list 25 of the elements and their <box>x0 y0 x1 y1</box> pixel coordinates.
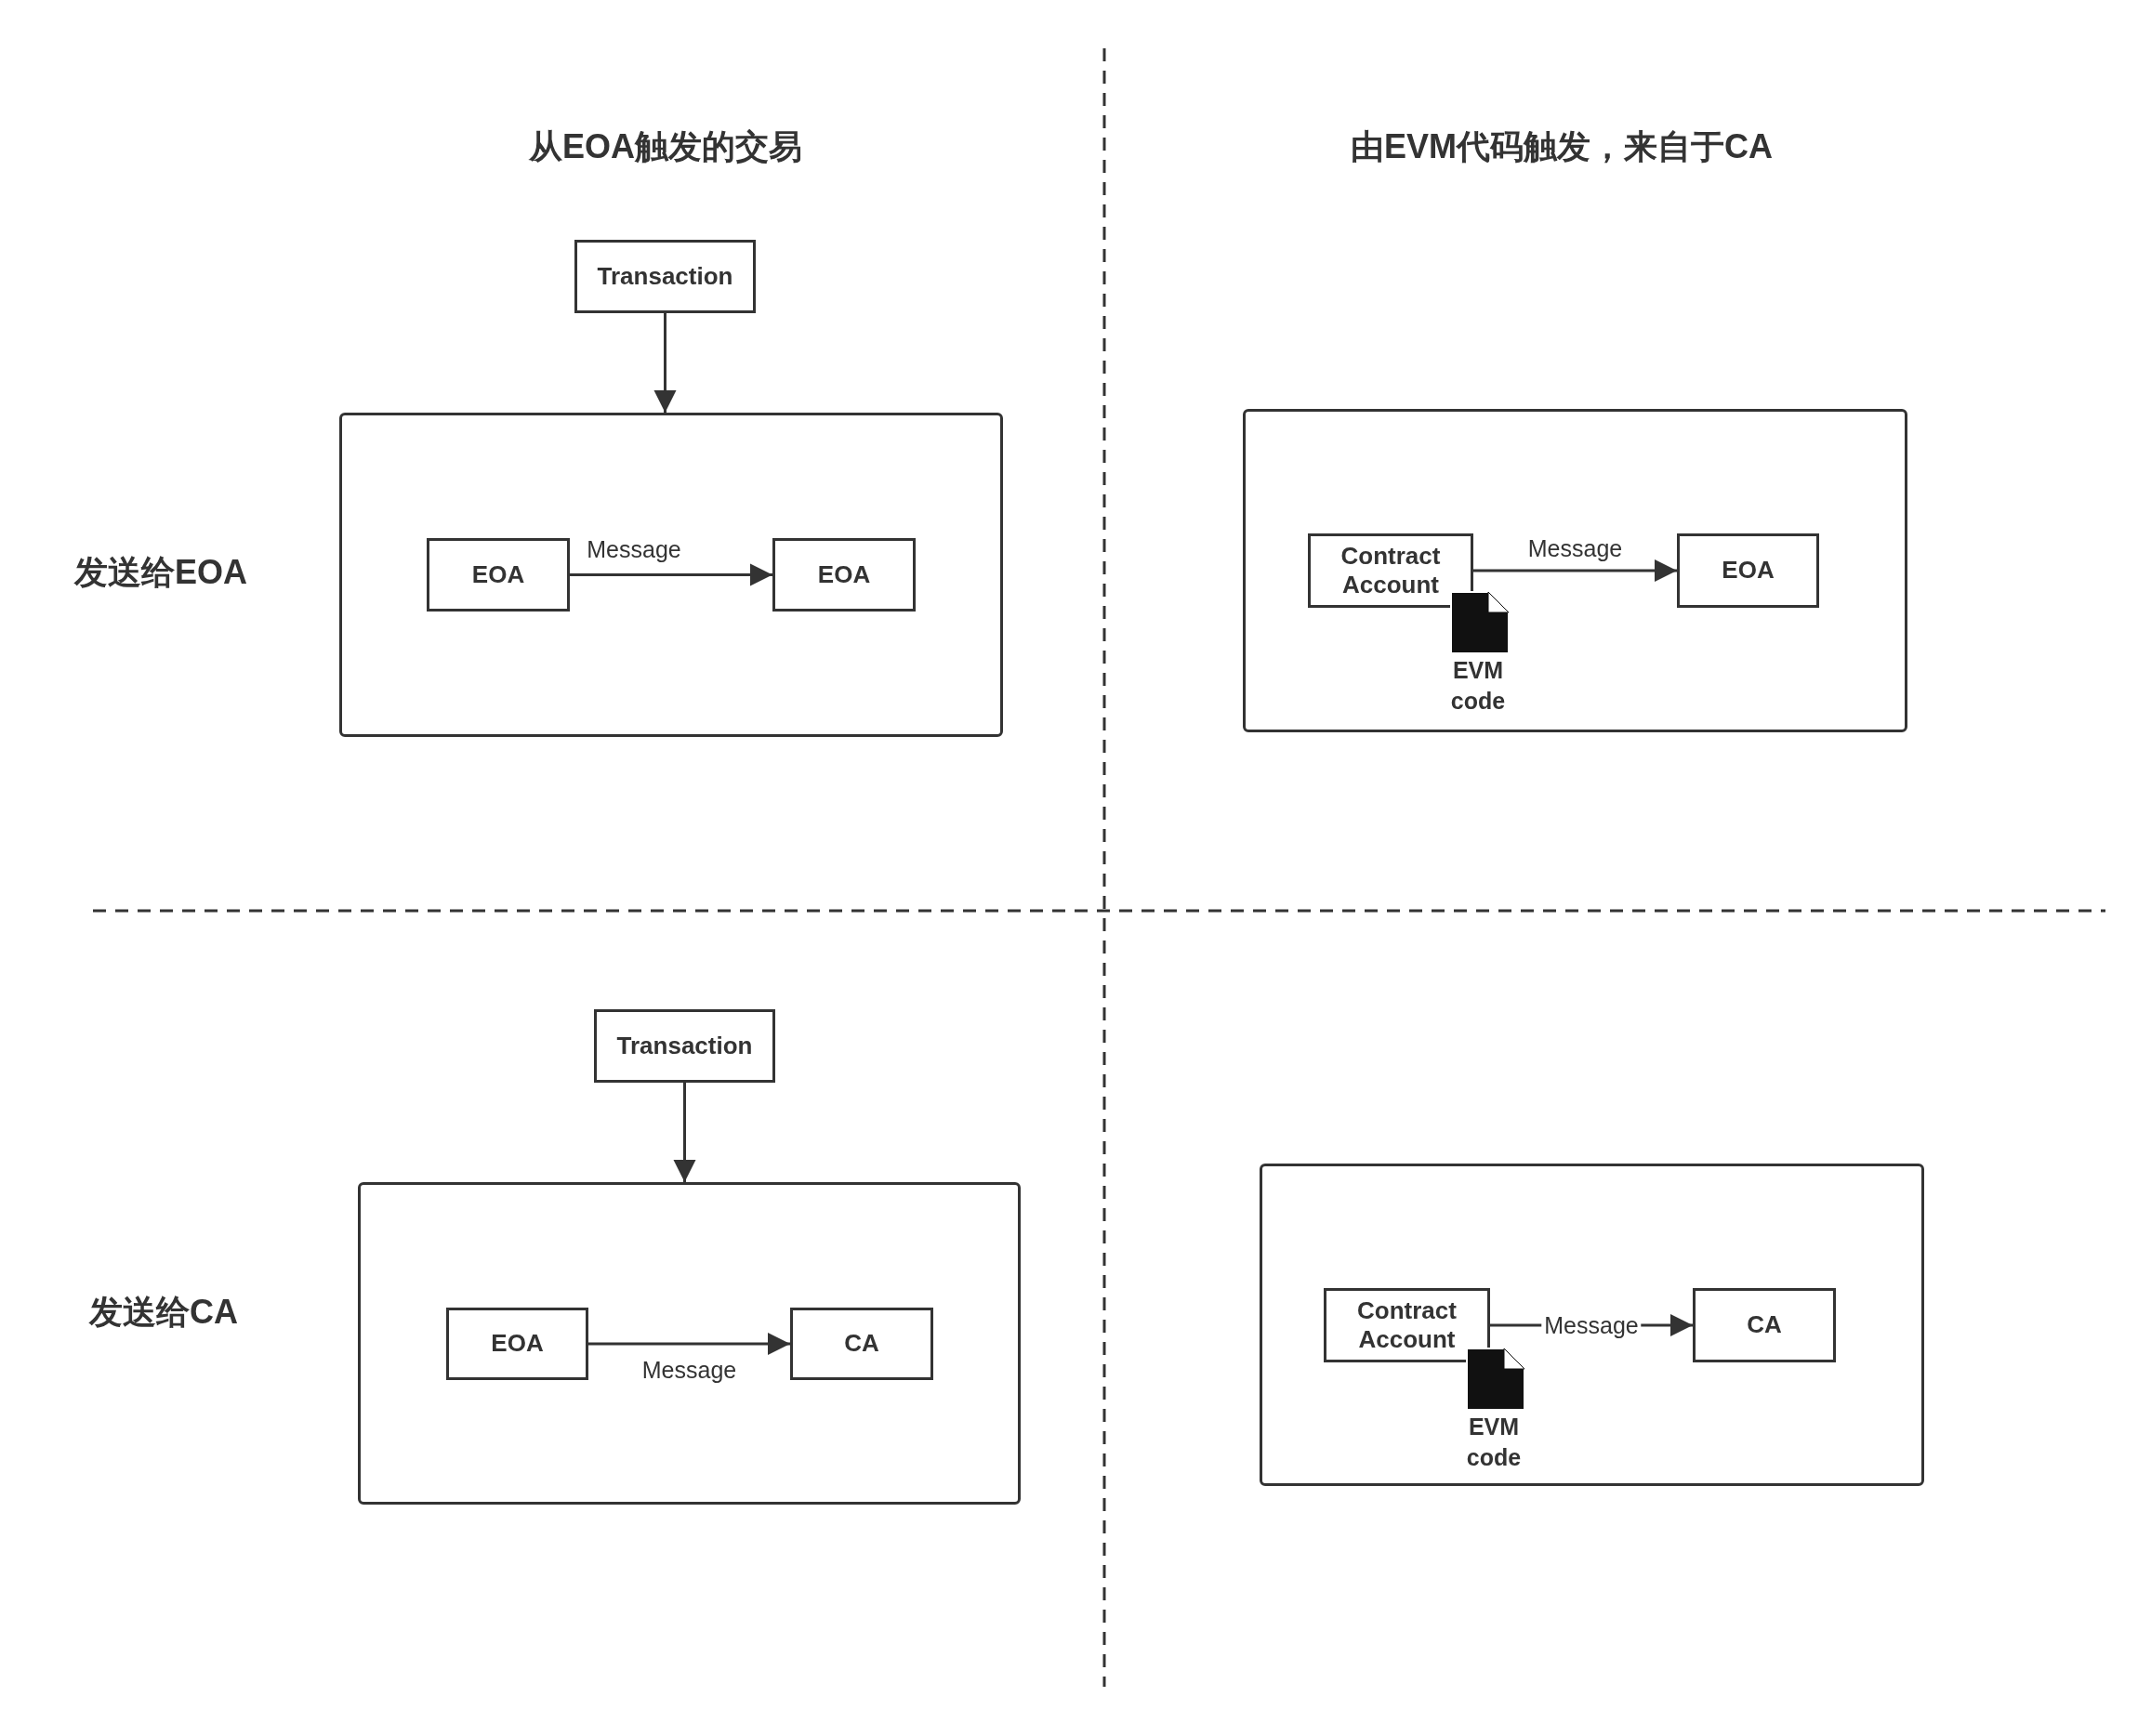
container-box <box>358 1182 1021 1505</box>
node-box: EOA <box>446 1308 588 1380</box>
container-box <box>1260 1164 1924 1486</box>
arrow <box>588 1333 790 1355</box>
arrow <box>570 563 772 586</box>
arrow <box>1473 559 1677 582</box>
arrow <box>653 313 677 413</box>
node-box: CA <box>1693 1288 1836 1362</box>
container-box <box>1243 409 1907 732</box>
column-heading: 从EOA触发的交易 <box>529 125 802 167</box>
node-box: Contract Account <box>1308 533 1473 608</box>
column-heading: 由EVM代码触发，来自于CA <box>1351 125 1773 167</box>
node-label: EVM code <box>1449 656 1507 716</box>
node-box: Contract Account <box>1324 1288 1490 1362</box>
node-box: Transaction <box>574 240 756 313</box>
node-box: EOA <box>1677 533 1819 608</box>
arrow <box>673 1083 696 1182</box>
container-box <box>339 413 1003 737</box>
node-box: Transaction <box>594 1009 775 1083</box>
node-label: EVM code <box>1465 1413 1523 1472</box>
row-heading: 发送给EOA <box>74 551 247 593</box>
row-heading: 发送给CA <box>89 1291 238 1333</box>
node-box: EOA <box>772 538 916 612</box>
node-box: CA <box>790 1308 933 1380</box>
node-box: EOA <box>427 538 570 612</box>
